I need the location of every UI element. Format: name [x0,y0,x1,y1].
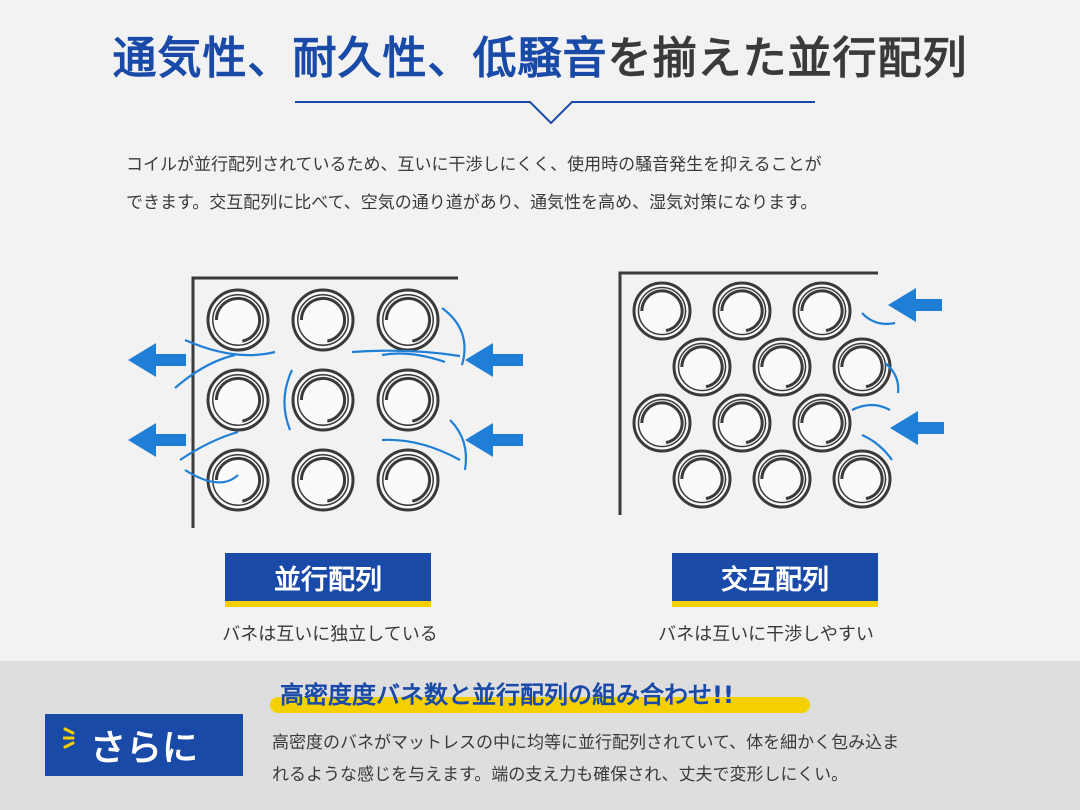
title-highlight: 通気性、耐久性、低騒音 [112,33,608,84]
page-title: 通気性、耐久性、低騒音を揃えた並行配列 [0,22,1080,86]
sarani-text: さらに [89,728,198,769]
parallel-label: 並行配列 [225,553,431,607]
intro-line: コイルが並行配列されているため、互いに干渉しにくく、使用時の騒音発生を抑えること… [126,155,822,175]
airflow-curves [851,312,900,461]
title-rest: を揃えた並行配列 [607,33,968,84]
coil-spring-icon [712,281,772,341]
alternating-caption: バネは互いに干渉しやすい [658,624,874,645]
spark-icon [63,727,75,749]
alternating-label: 交互配列 [672,553,878,607]
parallel-caption: バネは互いに独立している [222,624,438,645]
coil-spring-icon [291,288,355,352]
sarani-badge: さらに [45,714,243,776]
frame-line [191,276,458,528]
intro-text: コイルが並行配列されているため、互いに干渉しにくく、使用時の騒音発生を抑えること… [126,146,1006,222]
arrow-icon [888,288,944,445]
coil-spring-icon [206,448,270,512]
coil-spring-icon [632,281,692,341]
bottom-headline: 高密度度バネ数と並行配列の組み合わせ!! [280,681,734,709]
coil-spring-icon [832,337,892,397]
coil-spring-icon [792,281,852,341]
coil-spring-icon [376,288,440,352]
coil-spring-icon [752,337,812,397]
coil-spring-icon [792,393,852,453]
frame-line [618,271,878,515]
bottom-line: 高密度のバネがマットレスの中に均等に並行配列されていて、体を細かく包み込ま [272,733,900,753]
parallel-arrangement-diagram [128,276,523,528]
coil-spring-icon [206,368,270,432]
coil-spring-icon [376,368,440,432]
title-divider [295,101,815,125]
arrow-icon [465,343,523,457]
coil-spring-icon [291,448,355,512]
coil-grid [632,281,892,509]
coil-grid [206,288,440,512]
bottom-line: れるような感じを与えます。端の支え力も確保され、丈夫で変形しにくい。 [272,765,849,785]
coil-spring-icon [632,393,692,453]
bottom-text: 高密度のバネがマットレスの中に均等に並行配列されていて、体を細かく包み込ま れる… [272,727,1062,791]
alternating-arrangement-diagram [618,271,944,515]
bottom-panel: さらに 高密度度バネ数と並行配列の組み合わせ!! 高密度のバネがマットレスの中に… [0,661,1080,810]
intro-line: できます。交互配列に比べて、空気の通り道があり、通気性を高め、湿気対策になります… [126,193,818,213]
coil-spring-icon [752,449,812,509]
coil-spring-icon [672,337,732,397]
coil-spring-icon [206,288,270,352]
arrow-icon [128,343,186,457]
coil-spring-icon [712,393,772,453]
headline-highlight [270,697,810,713]
coil-spring-icon [672,449,732,509]
coil-spring-icon [832,449,892,509]
airflow-curves [174,307,468,484]
coil-spring-icon [376,448,440,512]
coil-spring-icon [291,368,355,432]
